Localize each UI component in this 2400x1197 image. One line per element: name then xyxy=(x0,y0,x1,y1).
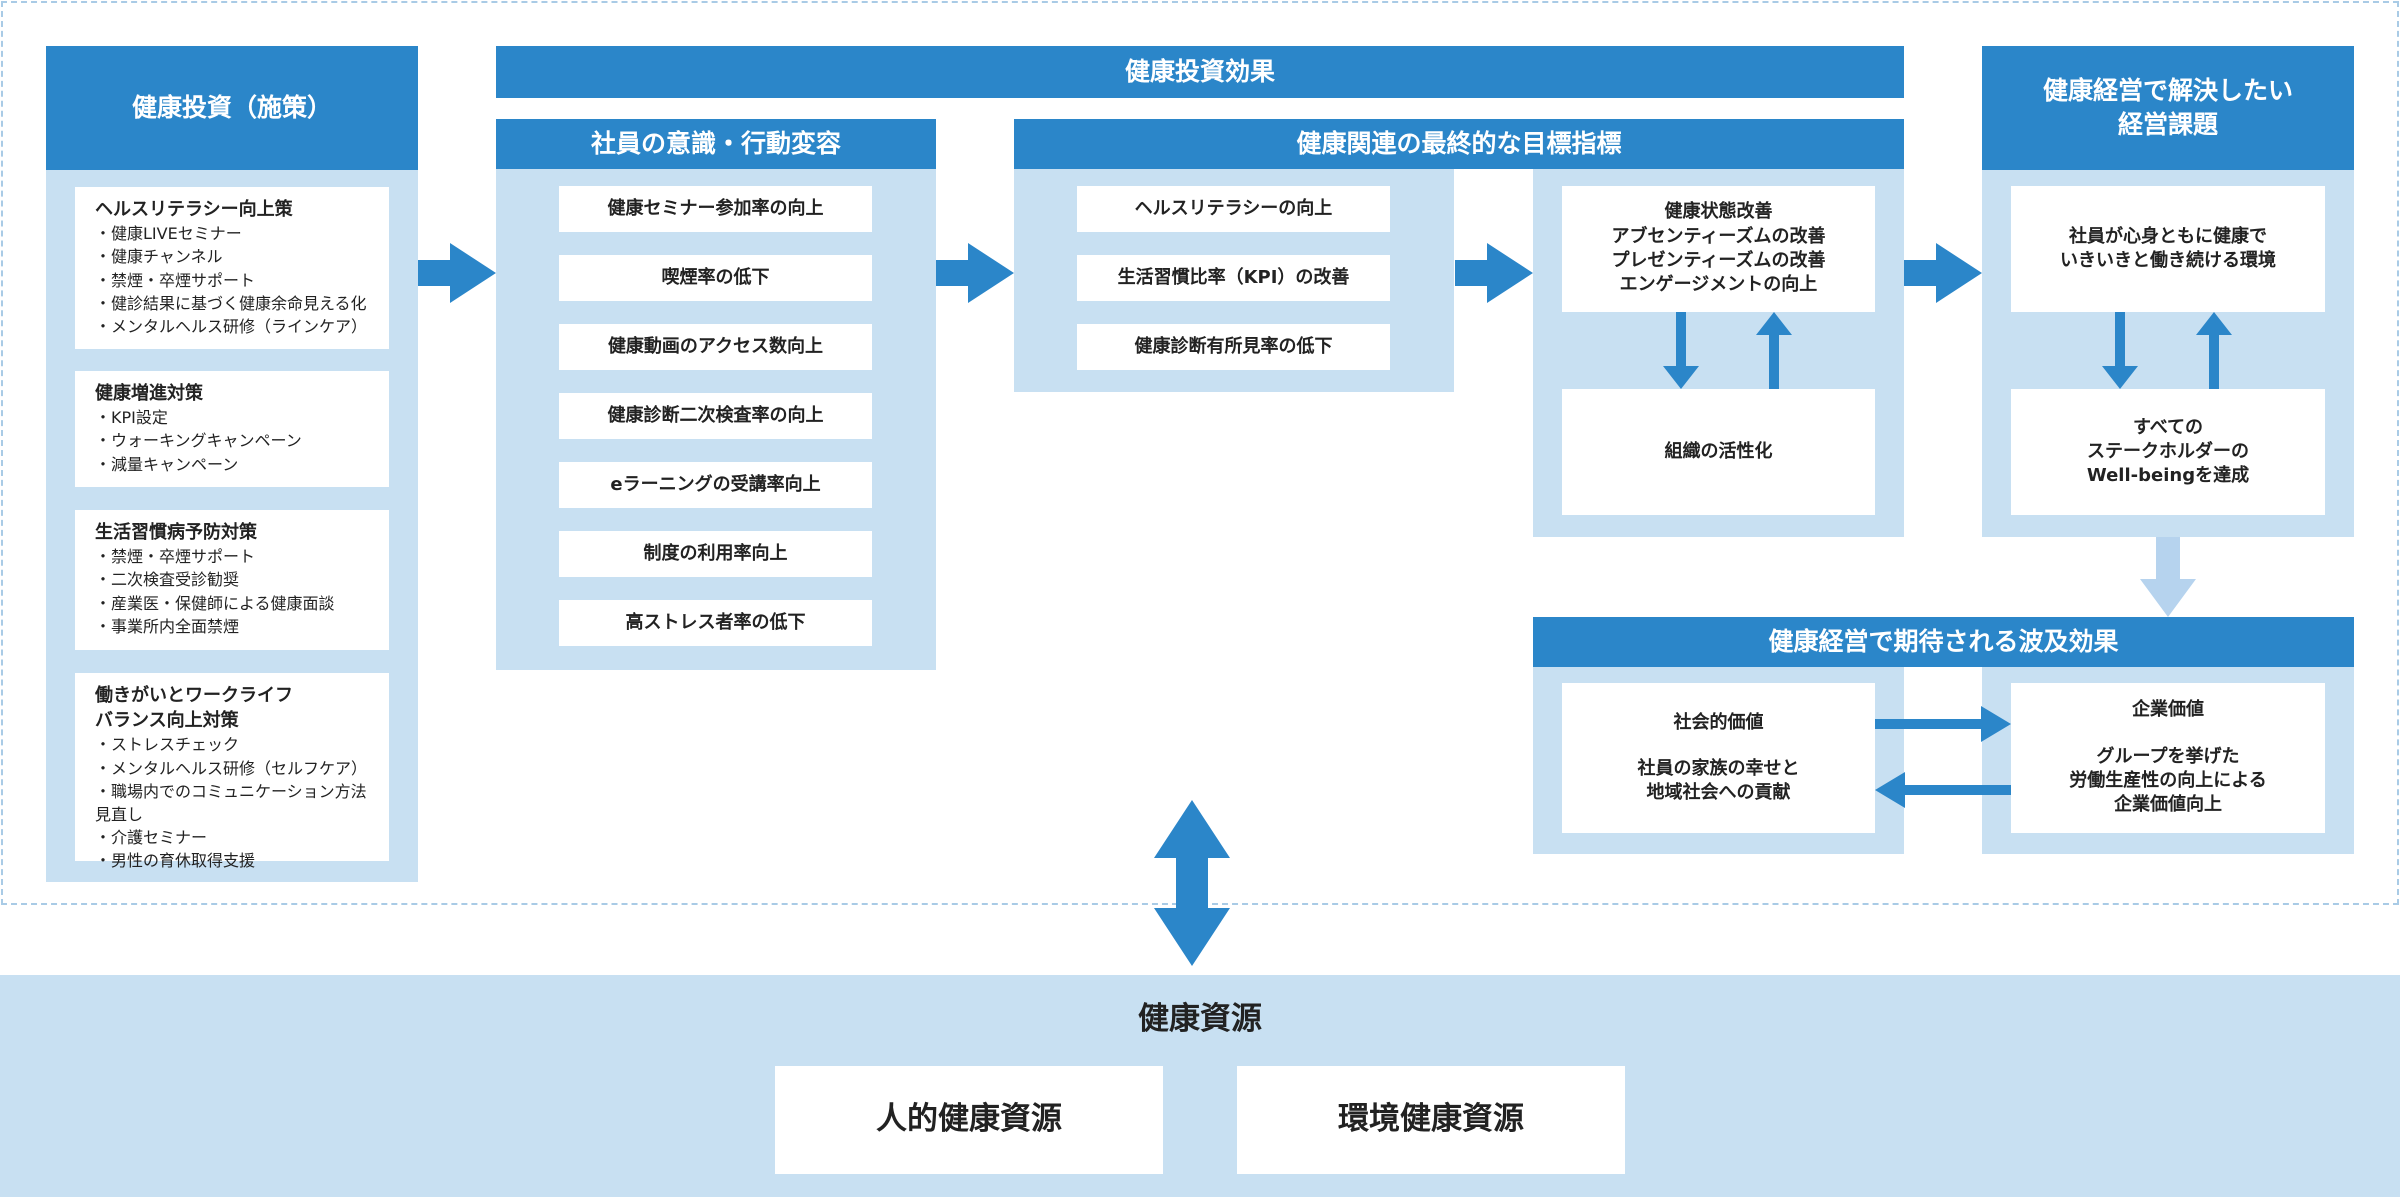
investment-group-worklife: 働きがいとワークライフ バランス向上対策 ・ストレスチェック ・メンタルヘルス研… xyxy=(75,673,389,870)
issues-top-card: 社員が心身ともに健康で いきいきと働き続ける環境 xyxy=(2011,186,2325,312)
arrow-bidirectional-icon xyxy=(1154,800,1230,966)
arrow-down-icon xyxy=(2102,312,2138,389)
behavior-item: 制度の利用率向上 xyxy=(559,531,872,577)
social-value-card: 社会的価値 社員の家族の幸せと 地域社会への貢献 xyxy=(1562,683,1875,833)
group-item: ・メンタルヘルス研修（ラインケア） xyxy=(95,316,368,336)
group-item: ・ウォーキングキャンペーン xyxy=(95,431,302,451)
group-item: ・ストレスチェック xyxy=(95,735,240,755)
social-value-body: 社員の家族の幸せと 地域社会への貢献 xyxy=(1637,757,1800,804)
behavior-item: 高ストレス者率の低下 xyxy=(559,600,872,646)
arrow-right-icon xyxy=(1904,243,1982,303)
environment-resources-card: 環境健康資源 xyxy=(1237,1066,1625,1174)
group-item: ・減量キャンペーン xyxy=(95,454,239,474)
corporate-value-body: グループを挙げた 労働生産性の向上による 企業価値向上 xyxy=(2069,745,2267,816)
behavior-item: 健康セミナー参加率の向上 xyxy=(559,186,872,232)
group-item: ・男性の育休取得支援 xyxy=(95,851,256,871)
resources-panel xyxy=(0,975,2400,1197)
arrow-up-icon xyxy=(2196,312,2232,389)
arrow-down-light-icon xyxy=(2140,537,2196,617)
group-title: 働きがいとワークライフ バランス向上対策 xyxy=(95,685,293,732)
group-title: 生活習慣病予防対策 xyxy=(95,522,257,543)
issues-header: 健康経営で解決したい 経営課題 xyxy=(1982,46,2354,170)
arrow-right-icon xyxy=(1455,243,1533,303)
corporate-value-title: 企業価値 xyxy=(2132,699,2204,721)
group-title: ヘルスリテラシー向上策 xyxy=(95,199,293,220)
group-item: ・二次検査受診勧奨 xyxy=(95,570,240,590)
issues-bottom-card: すべての ステークホルダーの Well-beingを達成 xyxy=(2011,389,2325,515)
effects-header: 健康投資効果 xyxy=(496,46,1904,98)
arrow-down-icon xyxy=(1663,312,1699,389)
group-item: ・健診結果に基づく健康余命見える化 xyxy=(95,293,367,313)
social-value-title: 社会的価値 xyxy=(1673,711,1764,733)
goals-item: 健康診断有所見率の低下 xyxy=(1077,324,1390,370)
investment-group-promotion: 健康増進対策 ・KPI設定 ・ウォーキングキャンペーン ・減量キャンペーン xyxy=(75,371,389,487)
human-resources-card: 人的健康資源 xyxy=(775,1066,1163,1174)
health-improvement-card: 健康状態改善 アブセンティーズムの改善 プレゼンティーズムの改善 エンゲージメン… xyxy=(1562,186,1875,312)
behavior-item: 健康動画のアクセス数向上 xyxy=(559,324,872,370)
arrow-right-icon xyxy=(1875,706,2011,742)
goals-header: 健康関連の最終的な目標指標 xyxy=(1014,119,1904,169)
group-item: ・メンタルヘルス研修（セルフケア） xyxy=(95,758,368,778)
investment-header: 健康投資（施策） xyxy=(46,46,418,170)
group-item: ・介護セミナー xyxy=(95,828,208,848)
arrow-right-icon xyxy=(418,243,496,303)
group-item: ・健康LIVEセミナー xyxy=(95,224,242,244)
group-item: ・KPI設定 xyxy=(95,408,168,428)
group-item: ・産業医・保健師による健康面談 xyxy=(95,593,335,613)
arrow-right-icon xyxy=(936,243,1014,303)
behavior-item: eラーニングの受講率向上 xyxy=(559,462,872,508)
group-title: 健康増進対策 xyxy=(95,383,203,404)
goals-item: ヘルスリテラシーの向上 xyxy=(1077,186,1390,232)
organization-activation-card: 組織の活性化 xyxy=(1562,389,1875,515)
resources-title: 健康資源 xyxy=(1138,1000,1262,1037)
arrow-left-icon xyxy=(1875,772,2011,808)
arrow-up-icon xyxy=(1756,312,1792,389)
investment-group-lifestyle: 生活習慣病予防対策 ・禁煙・卒煙サポート ・二次検査受診勧奨 ・産業医・保健師に… xyxy=(75,510,389,650)
group-item: ・職場内でのコミュニケーション方法見直し xyxy=(95,781,367,824)
group-item: ・禁煙・卒煙サポート xyxy=(95,270,256,290)
goals-item: 生活習慣比率（KPI）の改善 xyxy=(1077,255,1390,301)
group-item: ・健康チャンネル xyxy=(95,247,223,267)
ripple-header: 健康経営で期待される波及効果 xyxy=(1533,617,2354,667)
group-item: ・禁煙・卒煙サポート xyxy=(95,547,256,567)
corporate-value-card: 企業価値 グループを挙げた 労働生産性の向上による 企業価値向上 xyxy=(2011,683,2325,833)
behavior-header: 社員の意識・行動変容 xyxy=(496,119,936,169)
investment-group-literacy: ヘルスリテラシー向上策 ・健康LIVEセミナー ・健康チャンネル ・禁煙・卒煙サ… xyxy=(75,187,389,349)
behavior-item: 健康診断二次検査率の向上 xyxy=(559,393,872,439)
behavior-item: 喫煙率の低下 xyxy=(559,255,872,301)
group-item: ・事業所内全面禁煙 xyxy=(95,616,240,636)
